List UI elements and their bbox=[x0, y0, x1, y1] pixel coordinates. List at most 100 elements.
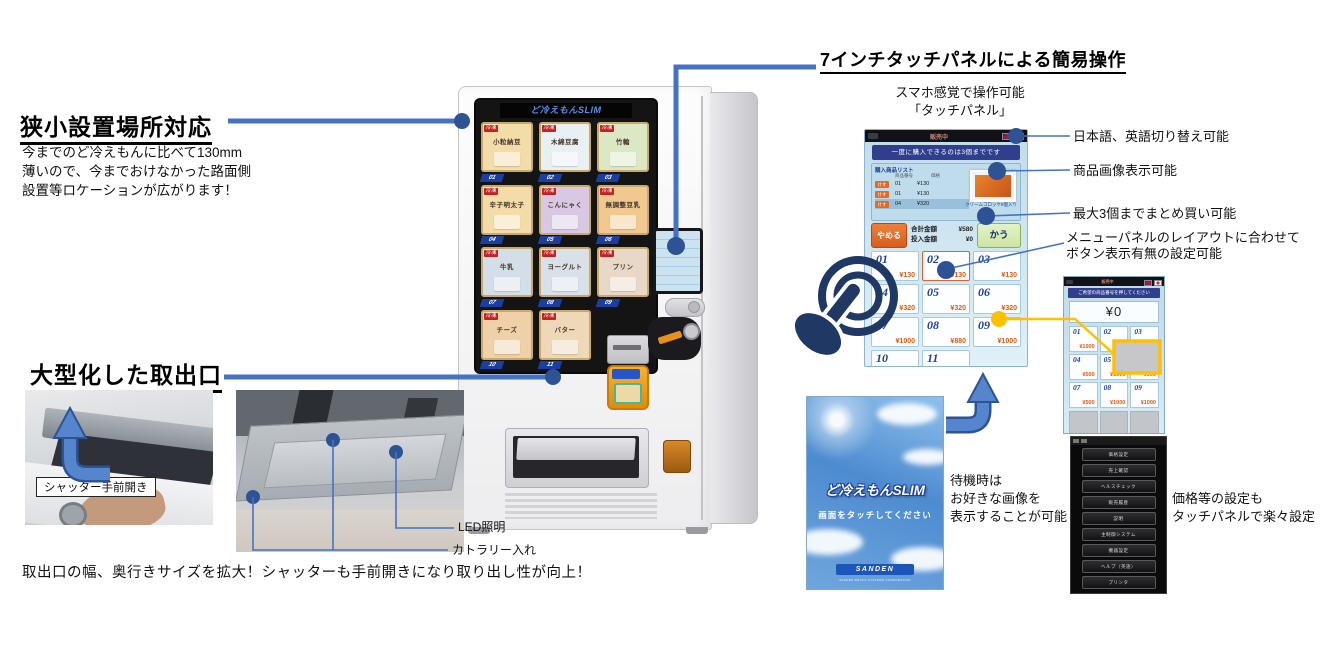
frozen-badge: 冷凍 bbox=[600, 187, 615, 195]
cloud bbox=[877, 403, 937, 425]
product-button-03[interactable]: 03¥130 bbox=[973, 251, 1021, 281]
standby-message: 画面をタッチしてください bbox=[818, 510, 932, 520]
bill-slot[interactable] bbox=[613, 345, 641, 350]
settings-button[interactable]: 主制御システム bbox=[1081, 528, 1156, 541]
hidden-button bbox=[1069, 411, 1098, 433]
product-button-04[interactable]: 04¥500 bbox=[1069, 354, 1098, 380]
product-button-06[interactable]: 06¥320 bbox=[973, 284, 1021, 314]
product-name: 無調整豆乳 bbox=[605, 201, 641, 209]
product-number-tag: 04 bbox=[479, 236, 505, 244]
product-button-07[interactable]: 07¥1000 bbox=[871, 317, 919, 347]
standby-screen[interactable]: ど冷えもんSLIM 画面をタッチしてください SANDEN SANDEN RET… bbox=[806, 396, 944, 590]
settings-button[interactable]: 価格設定 bbox=[1081, 448, 1156, 461]
delete-item-button[interactable]: けす bbox=[875, 190, 889, 198]
flag-group[interactable] bbox=[1142, 277, 1162, 291]
button-price: ¥1000 bbox=[1110, 400, 1126, 406]
product-button-08[interactable]: 08¥880 bbox=[922, 317, 970, 347]
button-price: ¥1000 bbox=[1110, 372, 1126, 378]
wristwatch bbox=[59, 502, 87, 525]
status-left-block bbox=[1066, 279, 1073, 284]
product-number-tag: 03 bbox=[595, 173, 621, 182]
product-image bbox=[494, 214, 520, 229]
buy-button[interactable]: かう bbox=[977, 222, 1021, 248]
button-price: ¥130 bbox=[950, 272, 966, 279]
japanese-flag-icon[interactable] bbox=[1154, 279, 1162, 286]
row-item-number: 01 bbox=[895, 191, 902, 197]
product-name: 竹輪 bbox=[616, 139, 630, 147]
settings-button[interactable]: 売上確認 bbox=[1081, 464, 1156, 477]
ventilation-slits bbox=[505, 493, 657, 519]
product-button-05[interactable]: 05¥320 bbox=[922, 284, 970, 314]
button-number: 07 bbox=[876, 318, 888, 332]
product-button-01[interactable]: 01¥1000 bbox=[1069, 326, 1098, 352]
product-button-04[interactable]: 04¥320 bbox=[871, 284, 919, 314]
hidden-button bbox=[1130, 411, 1159, 433]
frozen-badge: 冷凍 bbox=[600, 125, 615, 132]
product-button-11[interactable]: 11¥150 bbox=[922, 350, 970, 366]
english-flag-icon[interactable] bbox=[1001, 133, 1012, 140]
hidden-button-row bbox=[1069, 411, 1159, 433]
transition-arrow-head bbox=[966, 371, 1000, 403]
settings-button[interactable]: 機器設定 bbox=[1081, 544, 1156, 557]
product-number-tag: 11 bbox=[537, 361, 563, 369]
product-image bbox=[610, 214, 636, 229]
product-button-02[interactable]: 02¥500 bbox=[1099, 326, 1129, 352]
settings-button[interactable]: プリンタ bbox=[1081, 576, 1156, 589]
settings-button[interactable]: 販売履歴 bbox=[1081, 496, 1156, 509]
product-button-06[interactable]: 06¥500 bbox=[1130, 354, 1159, 380]
machine-product-card: 冷凍チーズ bbox=[481, 309, 533, 360]
status-left-block bbox=[868, 133, 878, 139]
product-number-tag: 02 bbox=[537, 173, 563, 182]
purchase-limit-banner: 一度に購入できるのは3個までです bbox=[872, 145, 1020, 160]
product-button-01[interactable]: 01¥130 bbox=[871, 251, 919, 281]
product-button-10[interactable]: 10¥150 bbox=[871, 350, 919, 366]
product-note: クリームコロッケ6個入り bbox=[965, 202, 1017, 207]
machine-product-card: 冷凍竹輪 bbox=[597, 122, 649, 172]
machine-touch-panel[interactable] bbox=[653, 228, 703, 294]
delete-item-button[interactable]: けす bbox=[875, 180, 889, 188]
product-button-07[interactable]: 07¥500 bbox=[1069, 382, 1098, 408]
flag-group[interactable] bbox=[1000, 130, 1024, 145]
settings-footer bbox=[1073, 593, 1164, 594]
coin-return[interactable] bbox=[663, 440, 691, 473]
button-number: 05 bbox=[1103, 355, 1112, 364]
coin-slot[interactable] bbox=[683, 323, 700, 340]
product-button-09[interactable]: 09¥1000 bbox=[973, 317, 1021, 347]
touch-heading-wrap: 7インチタッチパネルによる簡易操作 bbox=[820, 46, 1126, 74]
product-button-09[interactable]: 09¥1000 bbox=[1130, 382, 1159, 408]
product-name: バター bbox=[554, 326, 576, 334]
narrow-space-body: 今までのど冷えもんに比べて130mm 薄いので、今までおけなかった路面側 設置等… bbox=[22, 145, 251, 198]
product-image bbox=[610, 152, 636, 166]
settings-button[interactable]: 説明 bbox=[1081, 512, 1156, 525]
product-button-05[interactable]: 05 ¥1000 bbox=[1099, 354, 1129, 380]
transition-arrow bbox=[946, 400, 992, 434]
product-button-02[interactable]: 02¥130 bbox=[922, 251, 970, 281]
button-number: 04 bbox=[1073, 355, 1081, 364]
row-item-number: 01 bbox=[895, 181, 902, 187]
frozen-badge: 冷凍 bbox=[484, 125, 499, 132]
machine-foot bbox=[686, 527, 708, 534]
delete-item-button[interactable]: けす bbox=[875, 200, 889, 208]
button-price: ¥880 bbox=[950, 338, 966, 345]
product-image bbox=[494, 339, 520, 354]
button-price: ¥130 bbox=[899, 272, 915, 279]
product-name: チーズ bbox=[496, 326, 518, 334]
sanden-logo: SANDEN bbox=[836, 564, 914, 575]
settings-button[interactable]: ヘルスチェック bbox=[1081, 480, 1156, 493]
english-flag-icon[interactable] bbox=[1144, 279, 1152, 286]
settings-button[interactable]: ヘルプ（英語） bbox=[1081, 560, 1156, 573]
japanese-flag-icon[interactable] bbox=[1013, 133, 1024, 140]
product-button-08[interactable]: 08¥1000 bbox=[1099, 382, 1129, 408]
product-button-03[interactable]: 03¥500 bbox=[1130, 326, 1159, 352]
cancel-button[interactable]: やめる bbox=[871, 222, 907, 248]
amount-display: ¥0 bbox=[1069, 301, 1159, 323]
machine-product-card: 冷凍こんにゃく bbox=[539, 184, 591, 235]
product-name: ヨーグルト bbox=[547, 264, 583, 272]
outlet-shutter-flap[interactable] bbox=[516, 438, 636, 460]
